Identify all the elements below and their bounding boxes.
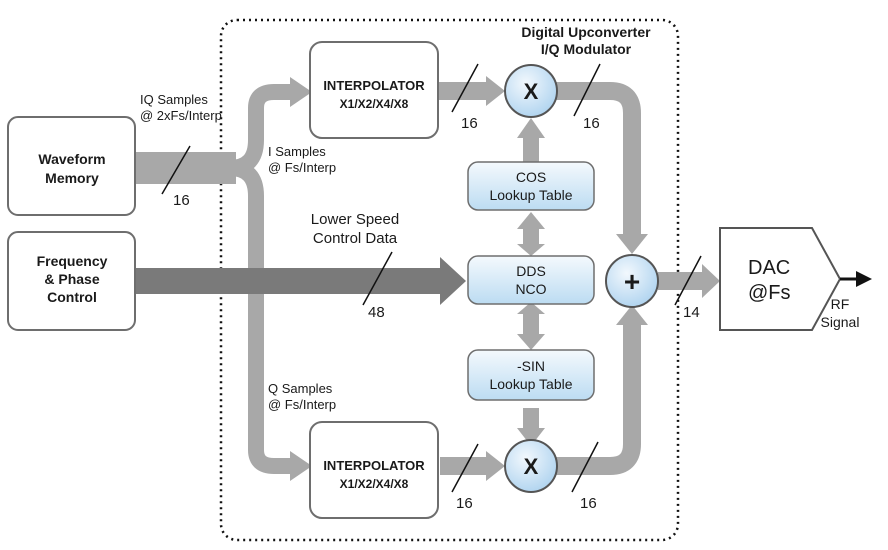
interpolator-bottom-label-1: INTERPOLATOR [323, 458, 425, 473]
rf-output-arrowhead [856, 271, 872, 287]
interpolator-bottom-block [309, 421, 439, 519]
cos-lut-label-1: COS [516, 169, 546, 185]
bus-width-dac: 14 [683, 304, 700, 321]
arrowhead-sin-to-dds [517, 302, 545, 314]
arrowhead-bottom-interpolator [290, 451, 312, 481]
mixer-top [504, 64, 558, 118]
slash-mixer-top [573, 63, 601, 117]
sin-to-mixer-bus [523, 408, 539, 430]
mixer-bottom-to-summer-path [556, 323, 641, 475]
i-samples-label-1: I Samples [268, 144, 326, 159]
slash-mixer-bottom [571, 441, 599, 493]
cos-lookup-table [467, 161, 595, 211]
sin-lookup-table [467, 349, 595, 401]
dds-nco-label-2: NCO [515, 281, 546, 297]
mixer-bottom [504, 439, 558, 493]
interpolator-bottom-label-2: X1/X2/X4/X8 [340, 477, 409, 491]
control-data-label-2: Control Data [313, 230, 398, 247]
summer-to-dac-bus [658, 272, 704, 290]
mixer-bottom-symbol: X [524, 454, 539, 479]
summer-symbol: + [624, 266, 640, 297]
arrowhead-dac [702, 264, 720, 298]
waveform-memory-label-1: Waveform [38, 151, 105, 167]
interpolator-top-block [309, 41, 439, 139]
bus-width-mixer-bottom: 16 [580, 495, 597, 512]
bus-width-memory: 16 [173, 192, 190, 209]
mixer-top-symbol: X [524, 79, 539, 104]
slash-control [362, 251, 393, 306]
control-data-arrow [136, 257, 466, 305]
freq-phase-label-1: Frequency [37, 253, 108, 269]
arrowhead-sin-to-mixer [517, 428, 545, 446]
cos-to-mixer-bus [523, 136, 539, 162]
rf-signal-label-2: Signal [821, 314, 860, 330]
memory-output-bus [136, 152, 236, 184]
q-path-to-bottom-interpolator [229, 160, 290, 474]
dds-to-sin-bus [523, 312, 539, 336]
bus-width-control: 48 [368, 304, 385, 321]
summer [605, 254, 659, 308]
interpolator-top-label-2: X1/X2/X4/X8 [340, 97, 409, 111]
q-samples-label-1: Q Samples [268, 381, 333, 396]
sin-lut-label-1: -SIN [517, 358, 545, 374]
bus-width-mixer-top: 16 [583, 115, 600, 132]
freq-phase-label-2: & Phase [44, 271, 99, 287]
arrowhead-mixer-bottom [486, 451, 505, 481]
bus-slashes [161, 63, 702, 493]
iq-samples-label-1: IQ Samples [140, 92, 208, 107]
i-samples-label-2: @ Fs/Interp [268, 160, 336, 175]
freq-phase-control-block [7, 231, 136, 331]
waveform-memory-block [7, 116, 136, 216]
q-samples-label-2: @ Fs/Interp [268, 397, 336, 412]
arrowhead-dds [440, 257, 466, 305]
bus-width-interp-bottom: 16 [456, 495, 473, 512]
title-line-2: I/Q Modulator [541, 41, 632, 57]
control-data-label-1: Lower Speed [311, 211, 399, 228]
mixer-top-to-summer-path [556, 82, 641, 236]
slash-memory [161, 145, 191, 195]
arrowhead-dds-to-cos [517, 212, 545, 229]
interp-bottom-to-mixer-bus [440, 457, 488, 475]
title-line-1: Digital Upconverter [521, 24, 651, 40]
waveform-memory-label-2: Memory [45, 170, 99, 186]
dac-block [719, 227, 842, 331]
dac-label-2: @Fs [748, 282, 791, 304]
dds-nco-label-1: DDS [516, 263, 546, 279]
iq-samples-label-2: @ 2xFs/Interp [140, 108, 222, 123]
dac-label-1: DAC [748, 257, 790, 279]
arrowhead-dds-to-sin [517, 334, 545, 350]
slash-interp-top [451, 63, 479, 113]
data-path-arrows [136, 76, 720, 481]
slash-interp-bottom [451, 443, 479, 493]
arrowhead-mixer-top [486, 76, 505, 106]
arrowhead-cos-to-dds [517, 244, 545, 256]
control-data-bus [136, 268, 442, 294]
cos-lut-label-2: Lookup Table [489, 187, 572, 203]
rf-signal-label-1: RF [831, 296, 850, 312]
freq-phase-label-3: Control [47, 289, 97, 305]
dds-nco-block [467, 255, 595, 305]
sin-lut-label-2: Lookup Table [489, 376, 572, 392]
slash-dac [674, 255, 702, 306]
bus-width-interp-top: 16 [461, 115, 478, 132]
interpolator-top-label-1: INTERPOLATOR [323, 78, 425, 93]
arrowhead-summer-top [616, 234, 648, 254]
arrowhead-top-interpolator [290, 77, 312, 107]
dds-to-cos-bus [523, 228, 539, 246]
arrowhead-cos-to-mixer [517, 118, 545, 138]
arrowhead-summer-bottom [616, 305, 648, 325]
